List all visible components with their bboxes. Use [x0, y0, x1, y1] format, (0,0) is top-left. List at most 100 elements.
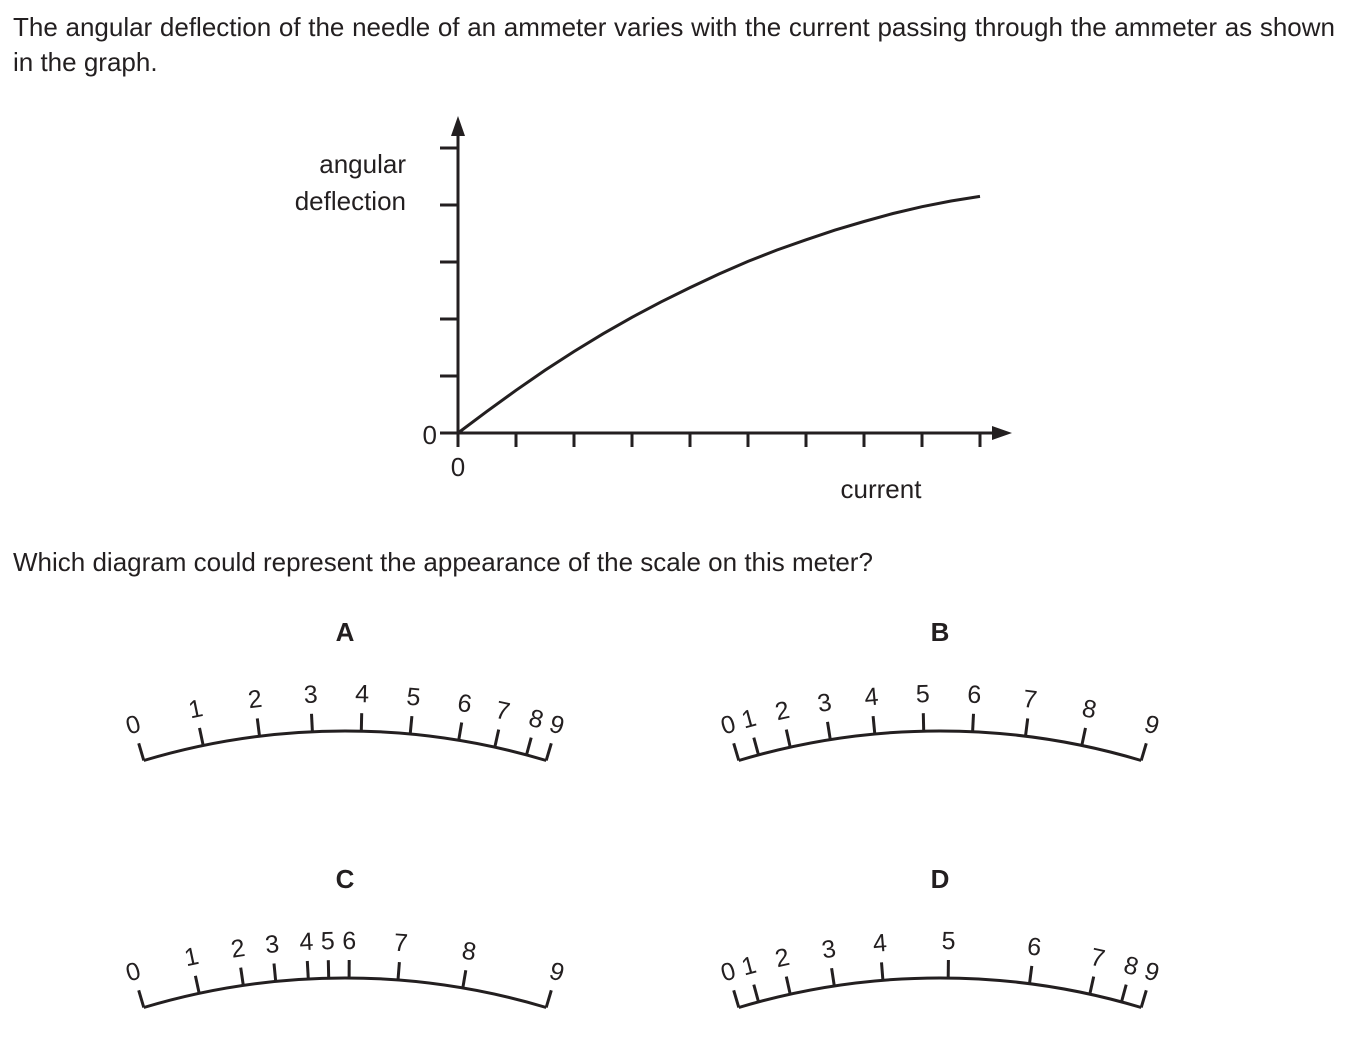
scale-number: 9 — [546, 957, 567, 988]
scale-tick — [1024, 718, 1030, 737]
scale-arc — [738, 729, 1142, 762]
scale-number: 4 — [299, 928, 314, 957]
scale-tick — [732, 989, 741, 1008]
scale-number: 3 — [815, 688, 833, 718]
scale-number: 5 — [321, 927, 336, 955]
scale-tick — [752, 984, 760, 1003]
scale-tick — [457, 722, 464, 741]
scale-number: 6 — [1026, 932, 1043, 962]
scale-tick — [830, 967, 836, 987]
deflection-curve — [457, 194, 981, 435]
scale-number: 3 — [264, 930, 281, 959]
scale-arc — [143, 976, 547, 1009]
scale-tick — [310, 713, 314, 732]
option-letter: A — [336, 617, 355, 647]
scale-tick — [408, 715, 414, 735]
scale-tick — [871, 715, 877, 735]
scale-arc — [143, 729, 547, 762]
scale-number: 1 — [739, 704, 760, 735]
scale-number: 0 — [718, 710, 739, 741]
scale-number: 0 — [718, 957, 739, 988]
scale-number: 3 — [820, 935, 838, 965]
x-axis-arrow — [992, 426, 1012, 440]
scale-tick — [137, 742, 146, 761]
y-axis-label-line2: deflection — [295, 186, 406, 216]
question-intro: The angular deflection of the needle of … — [13, 12, 1335, 77]
scale-tick — [272, 963, 278, 982]
x-axis-label: current — [841, 474, 923, 504]
y-axis-arrow — [451, 116, 465, 136]
scale-tick — [1139, 742, 1148, 761]
y-origin-label: 0 — [423, 420, 437, 450]
scale-tick — [784, 729, 792, 748]
scale-number: 2 — [773, 943, 793, 973]
scale-tick — [198, 727, 205, 746]
scale-tick — [1080, 727, 1087, 746]
scale-tick — [255, 718, 261, 737]
scale-tick — [461, 969, 468, 989]
scale-tick — [544, 989, 553, 1008]
scale-number: 4 — [872, 929, 888, 958]
scale-tick — [732, 742, 741, 761]
option-letter: D — [931, 864, 950, 894]
scale-number: 6 — [342, 927, 356, 955]
scale-tick — [544, 742, 553, 761]
scale-tick — [396, 961, 401, 981]
x-origin-label: 0 — [451, 452, 465, 482]
scale-tick — [1088, 976, 1096, 995]
scale-tick — [305, 960, 310, 980]
scale-number: 0 — [123, 710, 144, 741]
scale-number: 6 — [967, 680, 982, 709]
scale-number: 6 — [456, 689, 474, 719]
scale-number: 2 — [773, 696, 793, 726]
scale-tick — [493, 729, 501, 748]
scale-tick — [752, 737, 760, 756]
scale-tick — [1028, 965, 1034, 984]
scale-number: 2 — [229, 934, 247, 964]
scale-number: 8 — [1080, 694, 1099, 724]
graph-ticks — [440, 146, 982, 447]
scale-number: 4 — [863, 683, 880, 712]
scale-number: 7 — [393, 929, 409, 958]
scale-number: 0 — [123, 957, 144, 988]
scale-number: 9 — [546, 710, 567, 741]
scale-number: 7 — [493, 696, 513, 726]
scale-number: 9 — [1141, 957, 1162, 988]
y-axis-label-line1: angular — [319, 149, 406, 179]
option-letter: B — [931, 617, 950, 647]
question-prompt: Which diagram could represent the appear… — [13, 547, 873, 577]
scale-number: 2 — [246, 685, 263, 714]
scale-number: 7 — [1088, 943, 1108, 973]
scale-number: 1 — [182, 942, 201, 972]
scale-number: 1 — [186, 694, 205, 724]
scale-tick — [525, 737, 533, 756]
scale-tick — [1139, 989, 1148, 1008]
scale-tick — [193, 975, 201, 994]
scale-tick — [1120, 984, 1128, 1003]
graph-axes — [451, 116, 1012, 440]
scale-number: 8 — [460, 937, 478, 967]
scale-number: 8 — [526, 704, 547, 735]
scale-number: 5 — [405, 683, 421, 712]
option-letter: C — [336, 864, 355, 894]
scale-tick — [971, 713, 975, 732]
scale-number: 3 — [303, 680, 318, 709]
scale-number: 1 — [739, 951, 760, 982]
scale-number: 7 — [1021, 685, 1038, 714]
scale-number: 9 — [1141, 710, 1162, 741]
scale-number: 8 — [1121, 951, 1142, 982]
scale-tick — [784, 976, 792, 995]
scale-tick — [239, 967, 245, 986]
scale-tick — [137, 989, 146, 1008]
scale-number: 5 — [941, 927, 955, 955]
scale-number: 5 — [916, 680, 931, 708]
scale-tick — [880, 962, 885, 981]
scale-number: 4 — [355, 680, 370, 708]
scale-arc — [738, 976, 1142, 1009]
